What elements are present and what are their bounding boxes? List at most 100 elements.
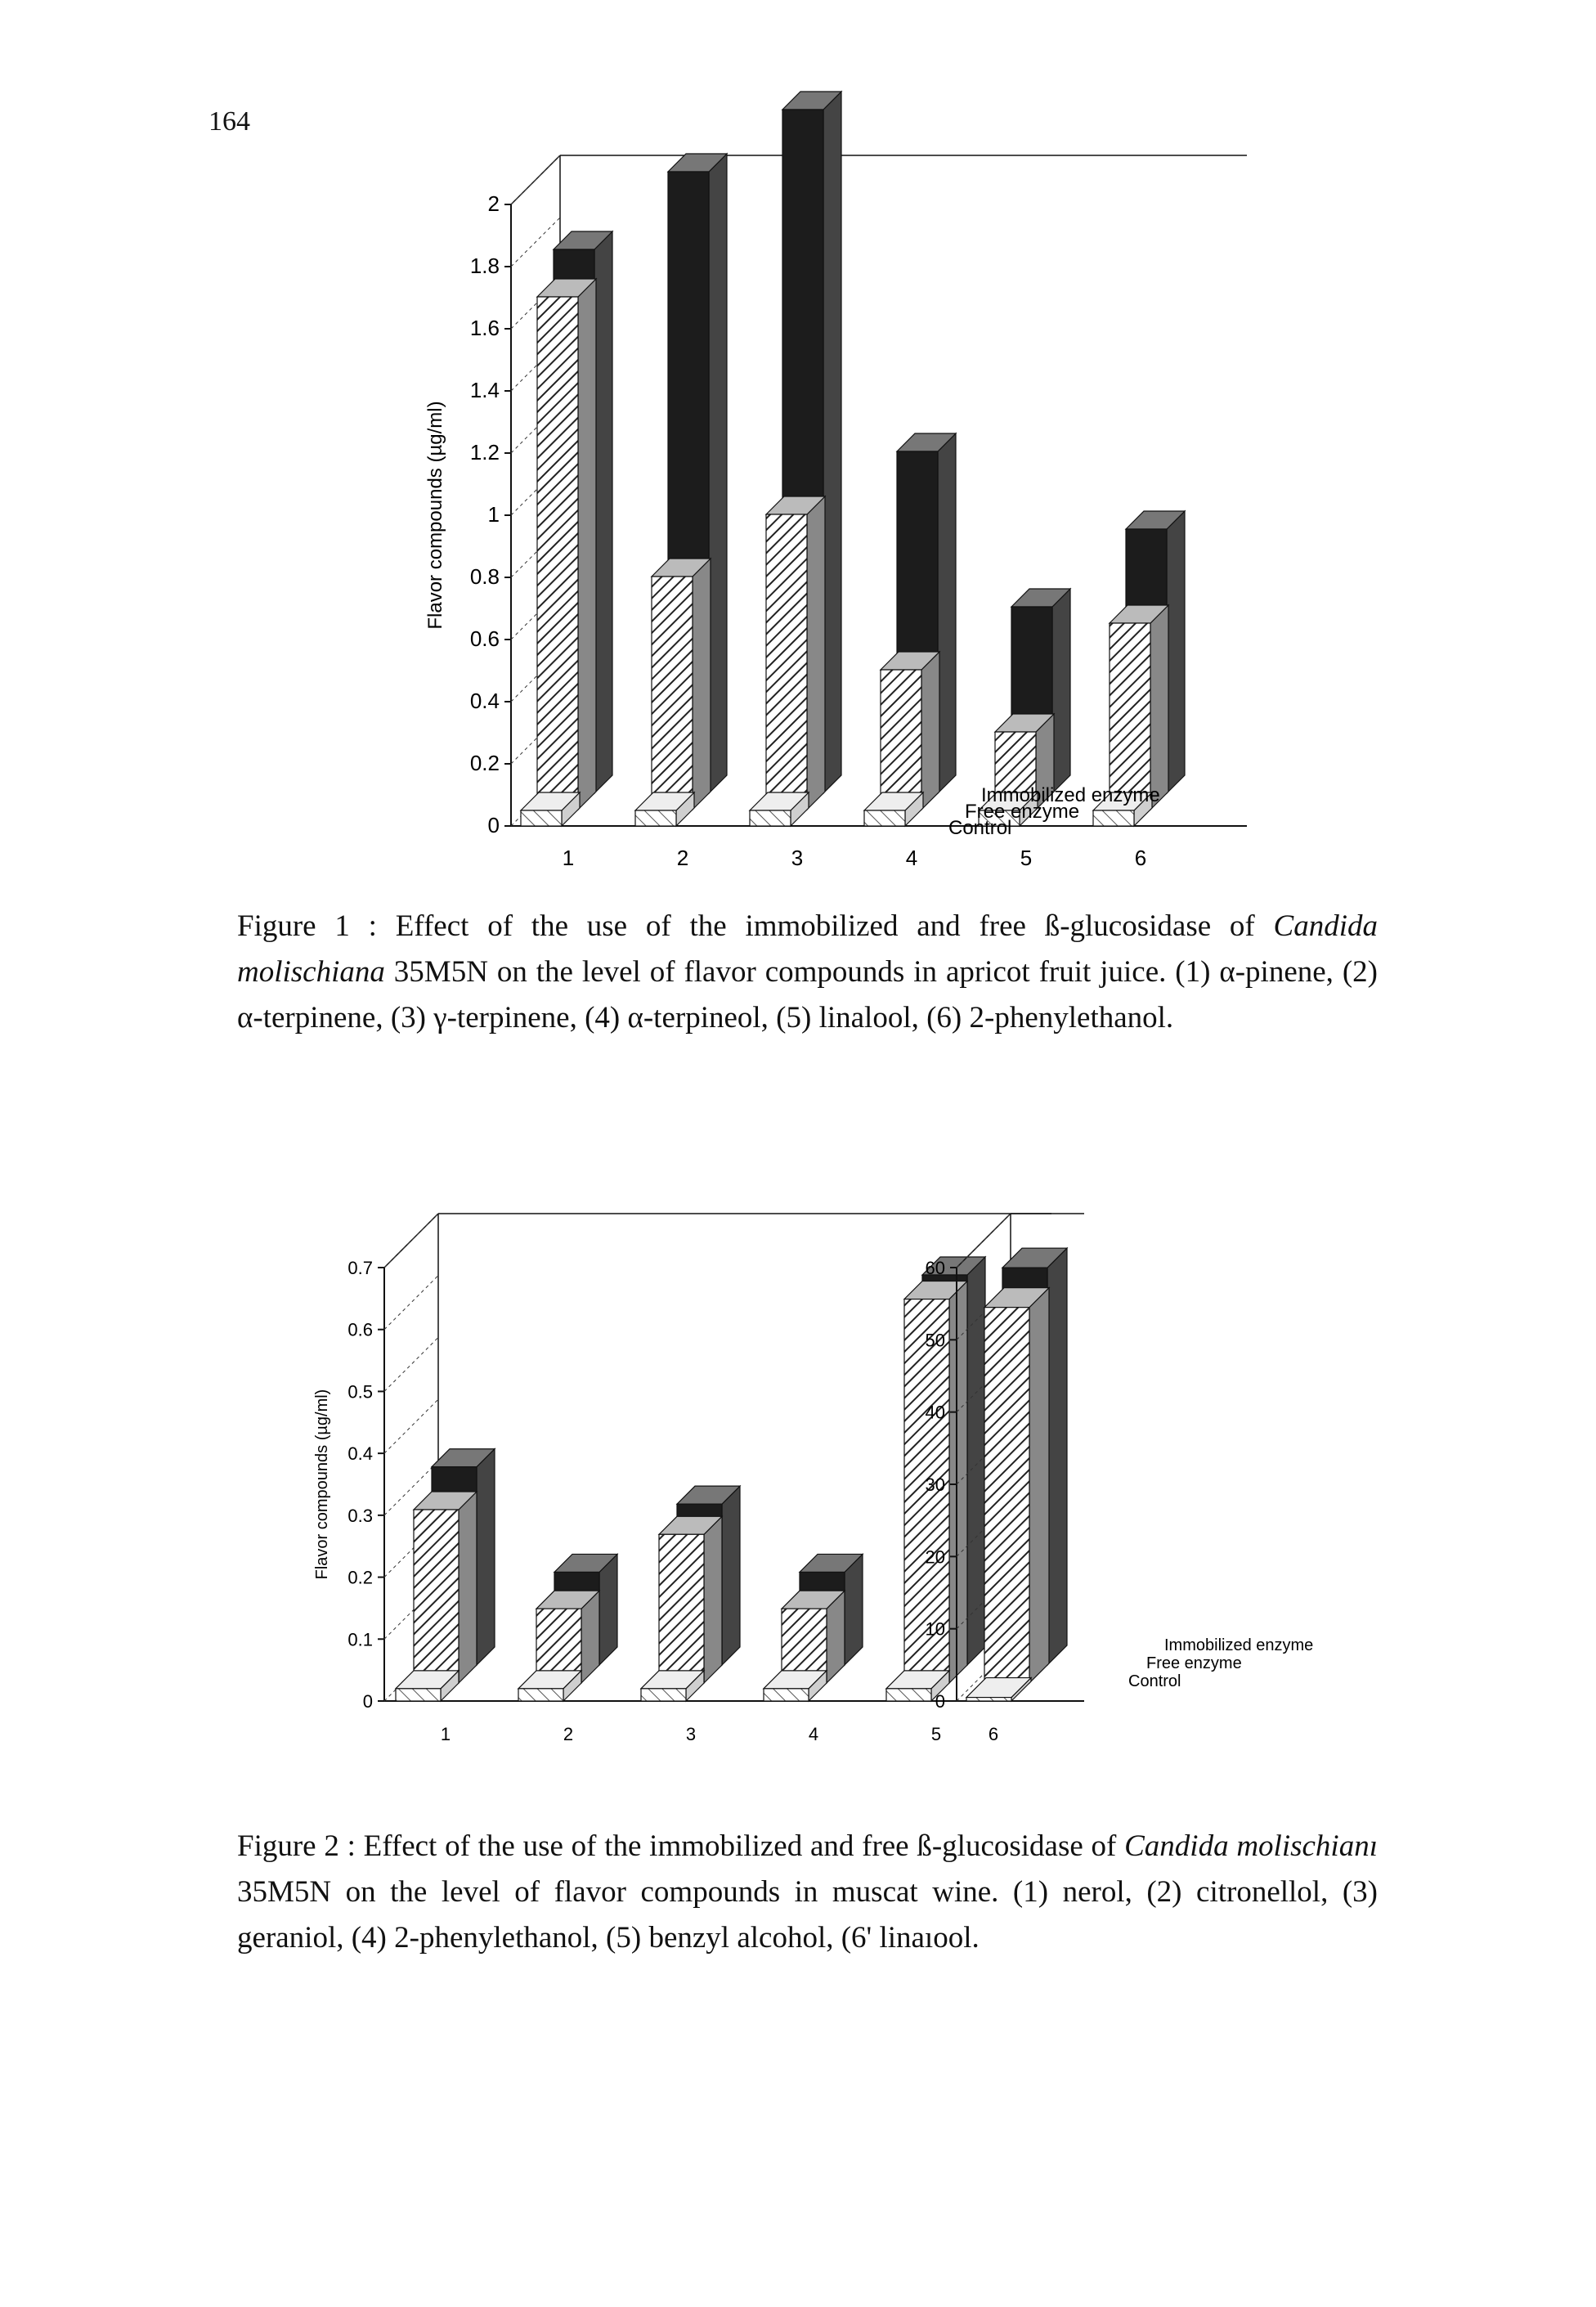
fig1-bar-immobilized-enzyme-2-side xyxy=(708,152,728,795)
fig2-category-label: 4 xyxy=(809,1724,818,1744)
fig1-grid-diagonal xyxy=(510,590,561,640)
fig1-bar-control-6-front xyxy=(1092,810,1135,827)
fig1-bar-free-enzyme-6-front xyxy=(1109,622,1151,810)
fig1-bar-free-enzyme-2-front xyxy=(651,576,693,810)
fig2inset-ytick-label: 30 xyxy=(926,1474,945,1495)
fig1-ytick-label: 1.2 xyxy=(470,440,500,465)
fig1-bar-immobilized-enzyme-5-side xyxy=(1051,587,1071,795)
fig1-ytick-label: 1.4 xyxy=(470,378,500,402)
fig2-ytick-label: 0.2 xyxy=(347,1568,373,1588)
fig2-bar-control-3-front xyxy=(640,1688,687,1702)
fig1-category-label: 1 xyxy=(563,846,574,870)
fig1-bar-free-enzyme-3-front xyxy=(765,514,808,810)
fig2inset-ytick-label: 50 xyxy=(926,1330,945,1350)
fig2-ytick-label: 0.7 xyxy=(347,1258,373,1278)
fig1-legend-control: Control xyxy=(948,817,1011,839)
fig1-bar-control-5 xyxy=(977,791,1039,828)
figure-2-caption-species: Candida molischianı xyxy=(1124,1829,1378,1863)
page-number: 164 xyxy=(208,106,250,137)
fig2inset-bar-control-6-front xyxy=(966,1696,1012,1702)
fig2inset-bar-free-enzyme-6-side xyxy=(1029,1286,1050,1685)
fig2inset-legend-free-enzyme: Free enzyme xyxy=(1146,1654,1242,1672)
fig2-y-axis-title: Flavor compounds (µg/ml) xyxy=(313,1389,331,1580)
fig1-bar-control-2-front xyxy=(634,810,677,827)
fig2-category-label: 3 xyxy=(686,1724,696,1744)
fig2-ytick-label: 0.3 xyxy=(347,1506,373,1526)
fig2-bar-free-enzyme-5-side xyxy=(948,1280,968,1685)
figure-2-caption-suffix: 35M5N on the level of flavor compounds i… xyxy=(237,1875,1378,1955)
fig1-category-label: 5 xyxy=(1020,846,1032,870)
fig2-bar-control-1-front xyxy=(395,1688,442,1702)
fig2-bar-free-enzyme-2 xyxy=(535,1589,601,1685)
fig2-bar-free-enzyme-4 xyxy=(780,1589,846,1685)
fig1-bar-free-enzyme-4-front xyxy=(880,669,922,810)
fig2-ytick-label: 0 xyxy=(363,1691,373,1712)
fig2-category-label: 2 xyxy=(563,1724,573,1744)
fig2inset-ytick-label: 60 xyxy=(926,1258,945,1278)
fig2-bar-control-1 xyxy=(394,1669,460,1703)
fig2-bar-control-3 xyxy=(639,1669,706,1703)
fig2-bar-free-enzyme-3 xyxy=(657,1515,724,1685)
fig2inset-bar-free-enzyme-6-front xyxy=(984,1307,1030,1684)
fig1-bar-immobilized-enzyme-6-side xyxy=(1166,509,1186,795)
fig1-y-axis-title: Flavor compounds (µg/ml) xyxy=(424,401,446,629)
fig1-ytick-label: 1 xyxy=(488,502,500,527)
fig2inset-ytick-label: 0 xyxy=(935,1691,945,1712)
fig1-grid-diagonal xyxy=(510,403,561,454)
fig2inset-legend-control: Control xyxy=(1128,1672,1181,1690)
fig1-grid-diagonal xyxy=(510,527,561,578)
fig1-bar-free-enzyme-1 xyxy=(536,277,598,811)
fig1-bar-free-enzyme-3-side xyxy=(806,495,826,811)
fig1-bar-control-2 xyxy=(634,791,696,828)
fig1-grid-diagonal xyxy=(510,341,561,392)
fig2-grid-diagonal xyxy=(383,1275,439,1331)
fig1-bar-free-enzyme-4 xyxy=(879,650,941,811)
fig2-bar-immobilized-enzyme-1-side xyxy=(476,1447,495,1667)
fig1-grid-diagonal xyxy=(510,155,561,205)
fig2inset-wall-top-edge xyxy=(956,1213,1011,1268)
fig2-bar-immobilized-enzyme-4-side xyxy=(844,1552,863,1667)
fig1-grid-diagonal xyxy=(510,465,561,516)
fig2inset-ytick-label: 20 xyxy=(926,1546,945,1567)
fig2-bar-free-enzyme-1-side xyxy=(458,1490,477,1685)
fig1-ytick-label: 0.8 xyxy=(470,564,500,589)
fig1-ytick-label: 0.2 xyxy=(470,751,500,775)
fig1-ytick-label: 0 xyxy=(488,813,500,837)
fig2-bar-free-enzyme-3-front xyxy=(658,1533,705,1684)
fig1-ytick-label: 1.8 xyxy=(470,254,500,278)
fig1-bar-control-3 xyxy=(748,791,810,828)
fig1-bar-free-enzyme-6-side xyxy=(1150,604,1169,811)
figure-1-caption-prefix: Figure 1 : Effect of the use of the immo… xyxy=(237,909,1274,943)
fig1-category-label: 2 xyxy=(677,846,688,870)
fig1-bar-free-enzyme-4-side xyxy=(921,650,940,811)
fig1-bar-control-5-front xyxy=(978,810,1020,827)
fig1-bar-immobilized-enzyme-1-side xyxy=(594,230,613,795)
fig1-bar-control-1 xyxy=(519,791,581,828)
fig1-bar-control-3-front xyxy=(749,810,791,827)
fig1-bar-free-enzyme-6 xyxy=(1108,604,1170,811)
fig2inset-legend-immobilized-enzyme: Immobilized enzyme xyxy=(1164,1636,1313,1654)
fig1-ytick-label: 2 xyxy=(488,191,500,216)
fig2-bar-immobilized-enzyme-2-side xyxy=(598,1552,618,1667)
fig2-bar-control-5-front xyxy=(885,1688,932,1702)
fig2inset-bar-control-6-top xyxy=(965,1676,1033,1699)
fig2-bar-free-enzyme-1 xyxy=(412,1490,478,1685)
fig1-bar-control-4-front xyxy=(863,810,906,827)
fig1-legend-free-enzyme: Free enzyme xyxy=(965,801,1079,823)
fig1-legend-immobilized-enzyme: Immobilized enzyme xyxy=(981,784,1160,806)
fig1-bar-free-enzyme-1-front xyxy=(536,296,579,810)
fig1-ytick-label: 0.4 xyxy=(470,689,500,713)
fig1-bar-control-4 xyxy=(863,791,925,828)
fig2-bar-control-2-front xyxy=(518,1688,564,1702)
fig2-bar-control-5 xyxy=(885,1669,951,1703)
fig2inset-bar-control-6 xyxy=(965,1676,1033,1703)
fig2-bar-immobilized-enzyme-3-side xyxy=(721,1484,741,1667)
fig2-bar-free-enzyme-3-side xyxy=(703,1515,723,1685)
fig1-ytick-label: 1.6 xyxy=(470,316,500,340)
fig1-grid-diagonal xyxy=(510,652,561,702)
fig1-ytick-label: 0.6 xyxy=(470,626,500,651)
